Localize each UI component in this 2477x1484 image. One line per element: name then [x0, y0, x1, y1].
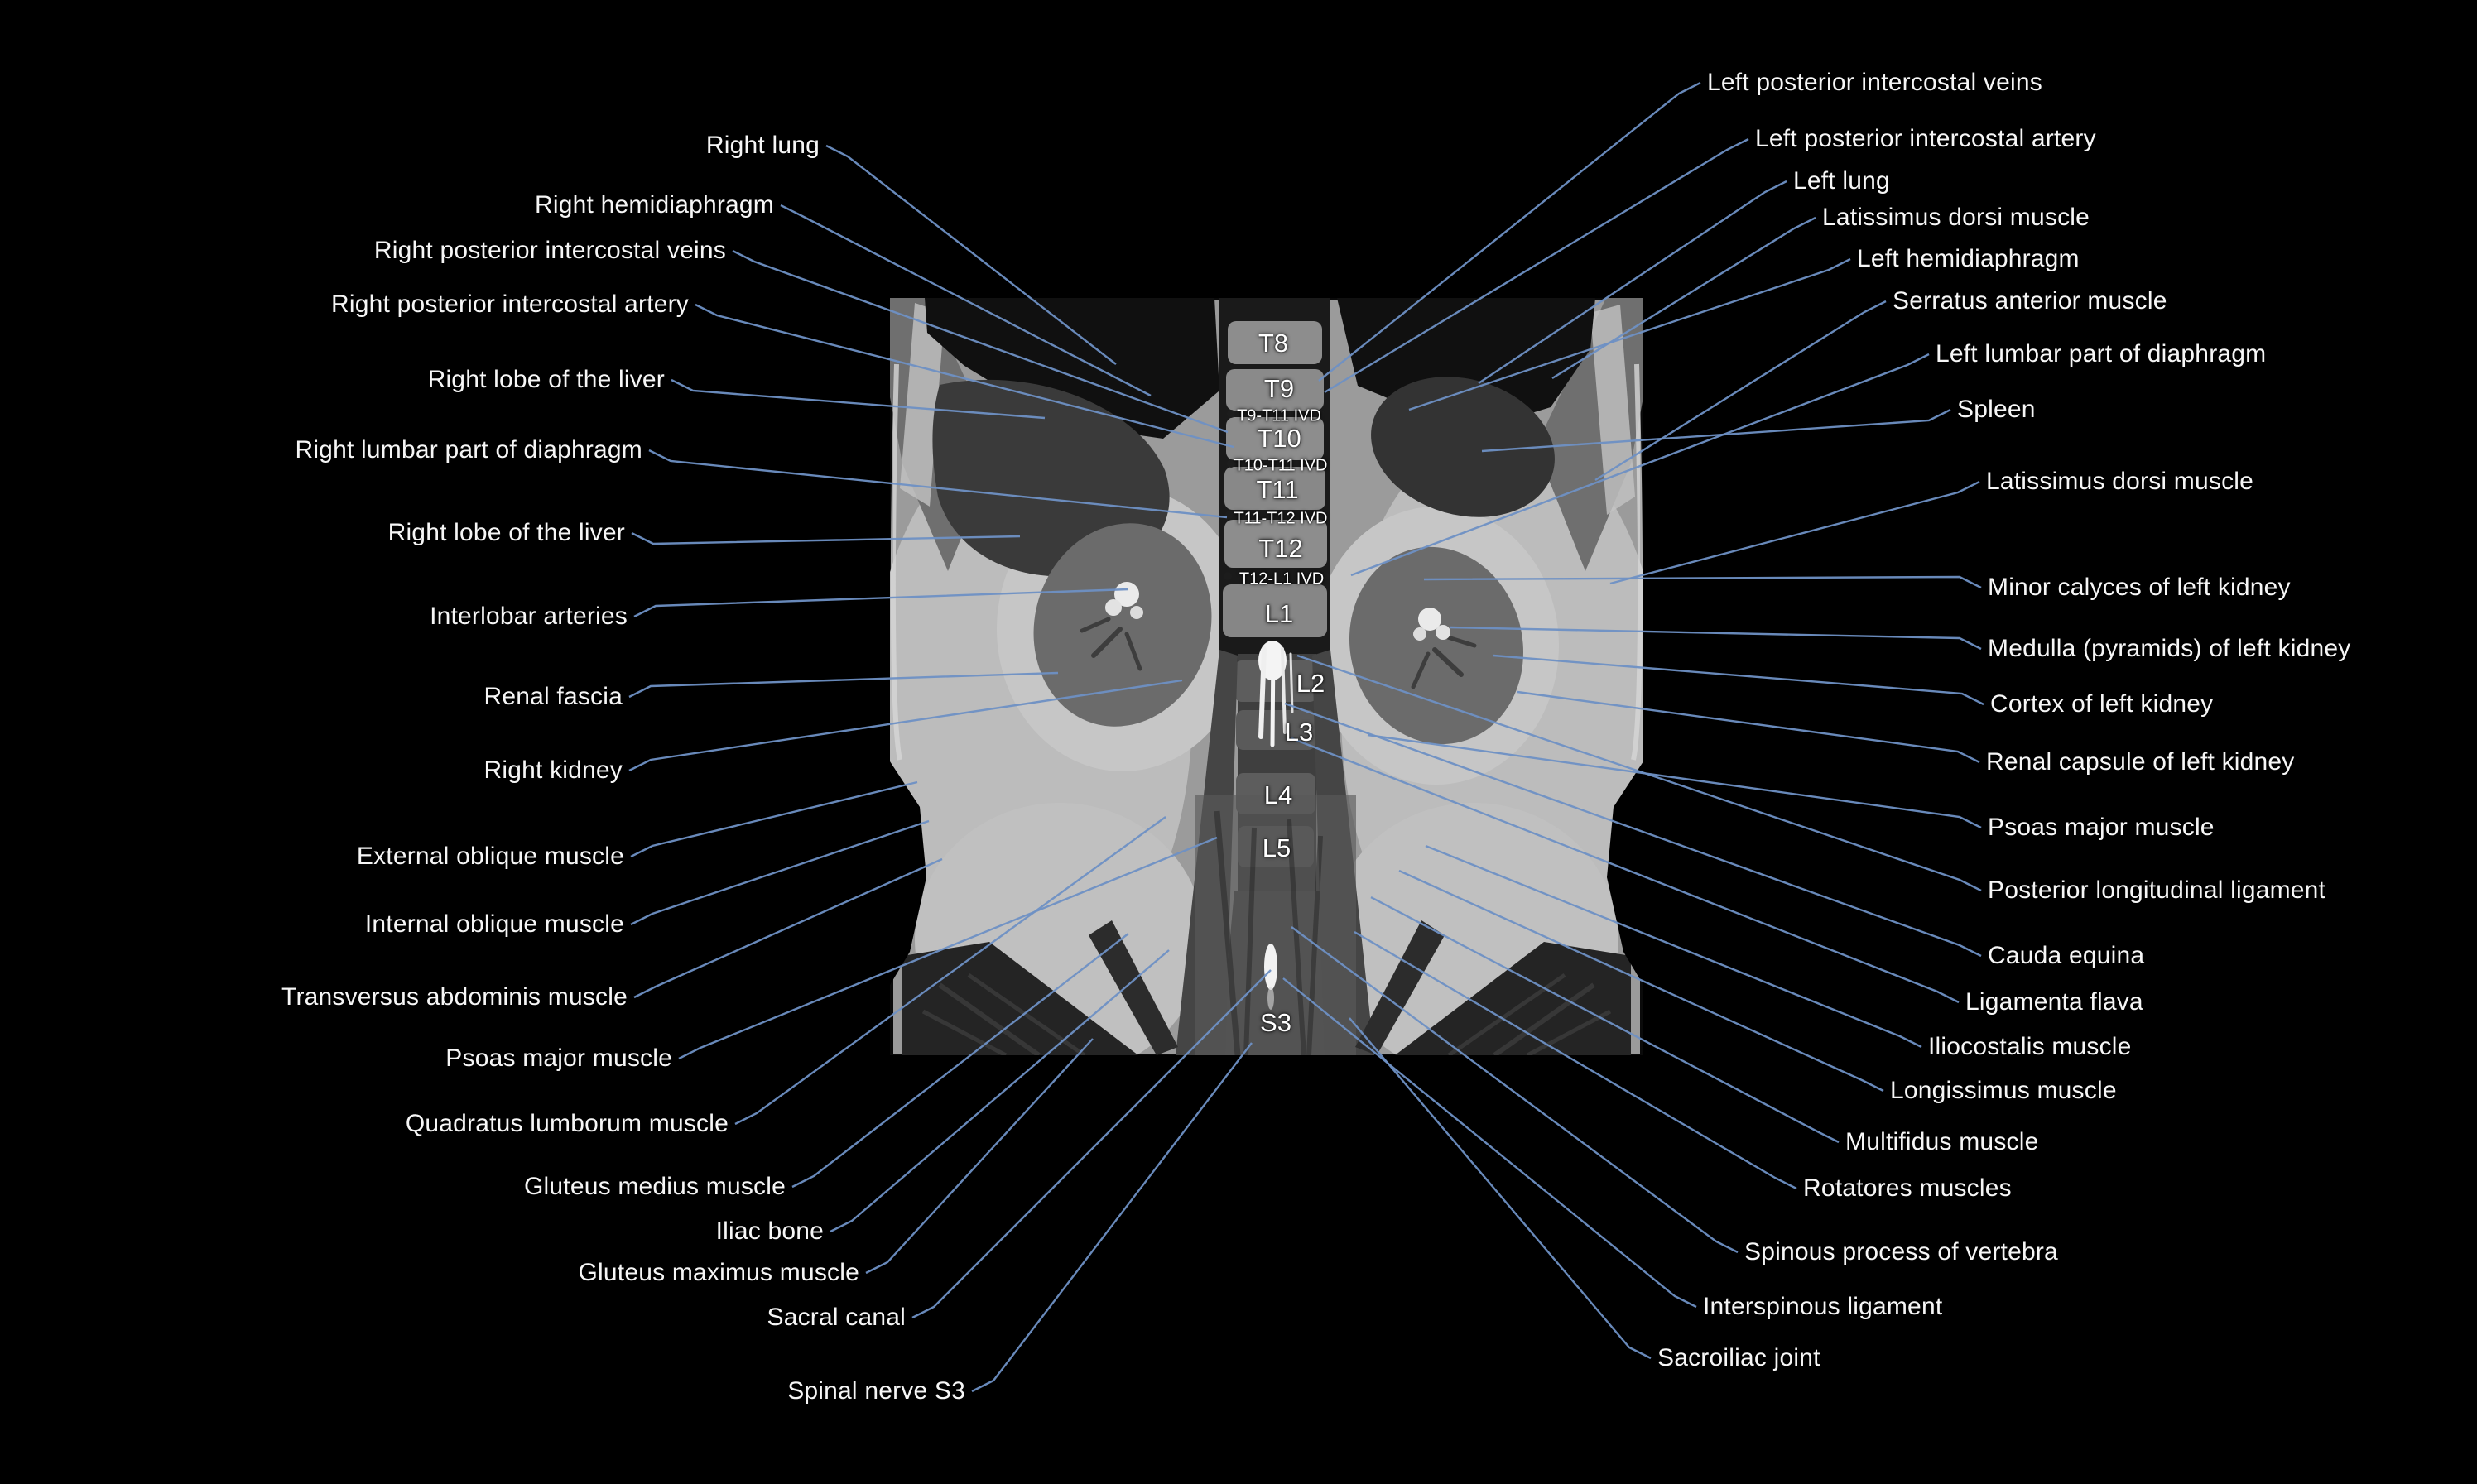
leader-line [630, 780, 918, 858]
anatomy-label: Latissimus dorsi muscle [1986, 468, 2254, 495]
anatomy-label: Spleen [1957, 396, 2036, 423]
anatomy-label: Minor calyces of left kidney [1988, 574, 2291, 601]
anatomy-label: Gluteus medius muscle [524, 1173, 786, 1200]
anatomy-label: Interspinous ligament [1703, 1293, 1943, 1320]
right-kidney-shape [1033, 523, 1212, 727]
spine-level-label: L2 [1296, 669, 1325, 698]
anatomy-label: Posterior longitudinal ligament [1988, 876, 2326, 904]
anatomy-label: Left posterior intercostal artery [1755, 125, 2096, 152]
spine-level-label: S3 [1260, 1008, 1291, 1037]
anatomy-label: Left hemidiaphragm [1857, 245, 2080, 272]
sacral-canal-tail [1267, 987, 1274, 1010]
anatomy-label: Sacroiliac joint [1657, 1344, 1820, 1371]
anatomy-label: Left lung [1793, 167, 1890, 195]
anatomy-label: Rotatores muscles [1803, 1174, 2012, 1202]
anatomy-label: Internal oblique muscle [364, 910, 624, 938]
spine-level-label: L1 [1264, 599, 1294, 628]
anatomy-label: Latissimus dorsi muscle [1822, 204, 2090, 231]
spine-level-label: T8 [1258, 329, 1289, 358]
anatomy-label: Right lobe of the liver [427, 366, 665, 393]
anatomy-label: Renal capsule of left kidney [1986, 748, 2295, 776]
anatomy-label: Right lobe of the liver [387, 519, 625, 546]
leader-line [630, 819, 930, 926]
anatomy-label: Right hemidiaphragm [535, 191, 774, 219]
spine-level-label: L4 [1263, 780, 1293, 809]
anatomy-label: Left lumbar part of diaphragm [1936, 340, 2267, 367]
spine-level-label: L5 [1262, 833, 1291, 862]
anatomy-label: Serratus anterior muscle [1893, 287, 2167, 315]
spine-level-label: T11 [1256, 475, 1299, 504]
leader-line [865, 1038, 1094, 1275]
anatomy-label: Right kidney [483, 756, 623, 784]
anatomy-label: Medulla (pyramids) of left kidney [1988, 635, 2351, 662]
anatomy-label: Right posterior intercostal veins [373, 237, 726, 264]
anatomy-label: Gluteus maximus muscle [578, 1259, 859, 1286]
sacral-canal-bright-spot [1264, 944, 1277, 990]
anatomy-label: Left posterior intercostal veins [1707, 69, 2042, 96]
spine-level-label: T10 [1257, 424, 1301, 453]
cauda-equina-streaks [1258, 641, 1294, 747]
leader-line [1609, 480, 1980, 585]
anatomy-label: Transversus abdominis muscle [281, 983, 628, 1011]
spine-level-label: T11-T12 IVD [1234, 509, 1328, 528]
anatomy-label: Renal fascia [483, 683, 623, 710]
anatomy-label: Spinous process of vertebra [1744, 1238, 2058, 1265]
spine-level-label: T12 [1258, 534, 1303, 563]
anatomy-label: Right lumbar part of diaphragm [295, 436, 642, 463]
anatomy-label: Cortex of left kidney [1990, 690, 2214, 718]
anatomy-label: Right lung [705, 132, 820, 159]
spine-level-label: T10-T11 IVD [1234, 456, 1328, 475]
anatomy-label: Spinal nerve S3 [787, 1377, 965, 1405]
anatomy-label: Psoas major muscle [445, 1045, 672, 1072]
anatomy-label: External oblique muscle [356, 843, 624, 870]
leader-line [971, 1042, 1253, 1393]
anatomy-label: Ligamenta flava [1965, 988, 2143, 1016]
anatomy-label: Iliocostalis muscle [1928, 1033, 2132, 1060]
spine-level-label: L3 [1284, 718, 1314, 747]
anatomy-label: Right posterior intercostal artery [331, 291, 689, 318]
anatomy-label: Sacral canal [767, 1304, 906, 1331]
spine-level-label: T9-T11 IVD [1237, 406, 1321, 425]
spine-level-label: T9 [1263, 374, 1295, 403]
anatomy-label: Longissimus muscle [1890, 1077, 2117, 1104]
leader-line [1349, 1017, 1652, 1360]
anatomy-label: Cauda equina [1988, 942, 2145, 969]
anatomy-label: Iliac bone [715, 1217, 824, 1245]
anatomy-label: Multifidus muscle [1845, 1128, 2039, 1155]
anatomy-label: Interlobar arteries [430, 603, 628, 630]
spine-level-label: T12-L1 IVD [1238, 569, 1325, 588]
anatomy-label: Psoas major muscle [1988, 814, 2215, 841]
anatomy-label: Quadratus lumborum muscle [405, 1110, 729, 1137]
